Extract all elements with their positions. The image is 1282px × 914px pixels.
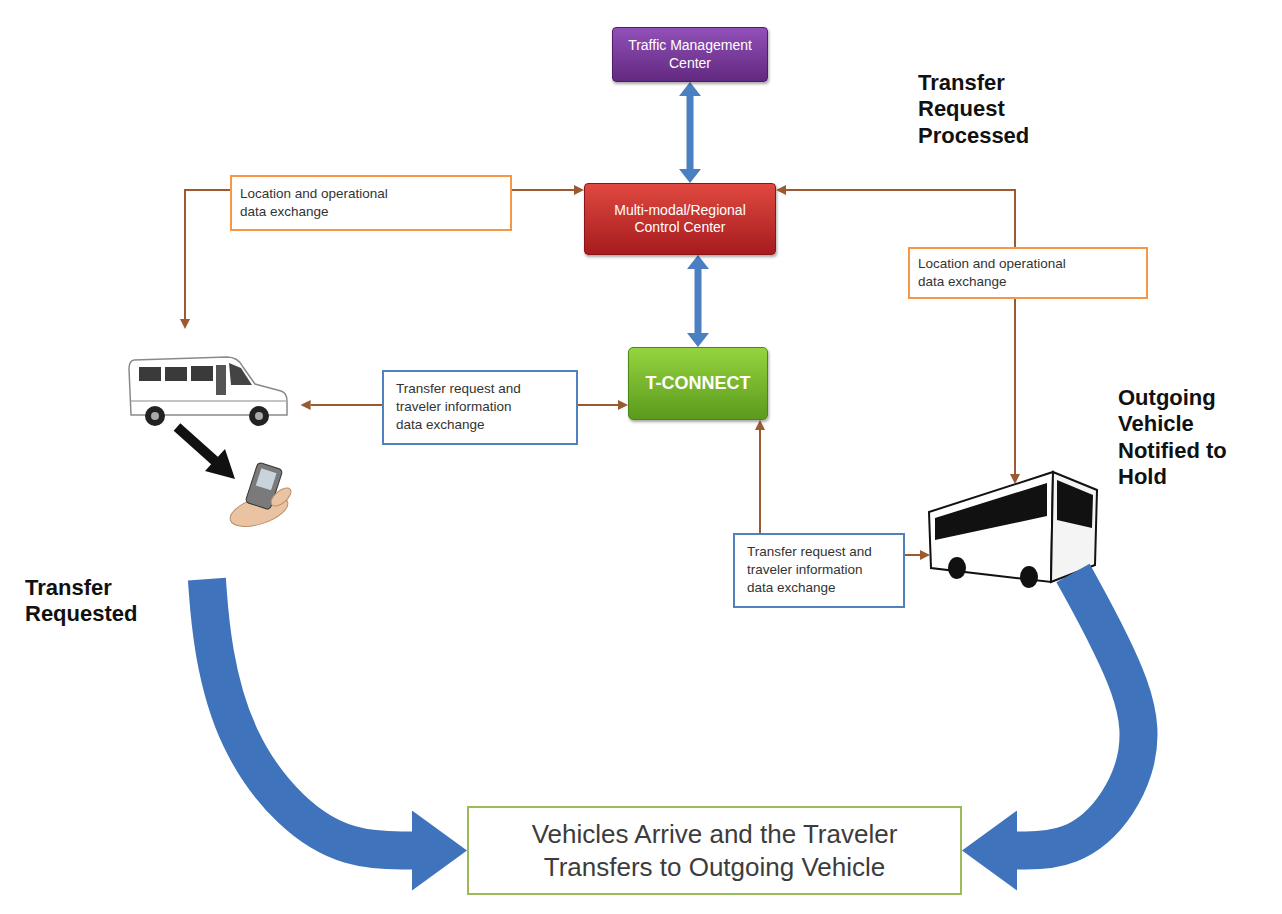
connector (695, 269, 702, 333)
connector (1017, 573, 1139, 851)
node-label: Traffic Management Center (621, 37, 759, 72)
node-label: Vehicles Arrive and the Traveler Transfe… (479, 818, 950, 883)
bus-wheel (948, 557, 966, 579)
van-door (216, 365, 226, 395)
node-label: Multi-modal/Regional Control Center (593, 202, 767, 237)
edge-label: Transfer request and traveler informatio… (396, 380, 528, 435)
heading-wrapper: Transfer Requested (25, 575, 150, 628)
bus-wheel (1020, 566, 1038, 588)
van-windshield (229, 363, 252, 385)
edge-label: Location and operational data exchange (240, 185, 410, 221)
circle-outline (59, 329, 311, 581)
control-panel: Transfer Request ProcessedTraffic Manage… (572, 14, 796, 464)
van-illustration (129, 357, 294, 533)
black-arrow-shaft (177, 427, 215, 461)
connector (687, 96, 694, 169)
van-window (139, 367, 161, 381)
vehicle-circle: Transfer Requested (59, 329, 311, 581)
connector (786, 190, 1015, 474)
van-hub (151, 412, 159, 420)
step-heading: Transfer Request Processed (918, 70, 1043, 149)
van-wheel (145, 406, 165, 426)
black-arrow-head (205, 449, 235, 479)
bus-illustration (929, 472, 1097, 588)
van-window (191, 366, 213, 381)
heading-wrapper: Transfer Request Processed (918, 70, 1043, 149)
heading-wrapper: Outgoing Vehicle Notified to Hold (1118, 385, 1243, 491)
circle-shape (60, 330, 310, 580)
van-window (165, 367, 187, 381)
edge-label-box: Transfer request and traveler informatio… (733, 533, 905, 608)
edge-label-box: Location and operational data exchange (230, 175, 512, 231)
phone-screen (256, 468, 277, 490)
thumb (268, 485, 294, 510)
van-wheel (249, 406, 269, 426)
process-box: Multi-modal/Regional Control Center (584, 183, 776, 255)
node-label: T-CONNECT (646, 372, 751, 395)
panel-shape (573, 15, 795, 463)
process-box: Traffic Management Center (612, 27, 768, 82)
edge-label-box: Location and operational data exchange (908, 247, 1148, 299)
edge-label: Transfer request and traveler informatio… (747, 543, 873, 598)
bus-side (929, 472, 1053, 582)
process-box: Vehicles Arrive and the Traveler Transfe… (467, 806, 962, 895)
edge-label-box: Transfer request and traveler informatio… (382, 370, 578, 445)
edge-label: Location and operational data exchange (918, 255, 1086, 291)
connector (207, 579, 412, 850)
vehicle-node: Outgoing Vehicle Notified to Hold (925, 450, 1105, 600)
van-stripe (131, 400, 287, 402)
step-heading: Outgoing Vehicle Notified to Hold (1118, 385, 1243, 491)
process-box: T-CONNECT (628, 347, 768, 420)
bus-windshield (1057, 480, 1093, 528)
bus-windows (935, 483, 1047, 540)
step-heading: Transfer Requested (25, 575, 150, 628)
van-hub (255, 412, 263, 420)
